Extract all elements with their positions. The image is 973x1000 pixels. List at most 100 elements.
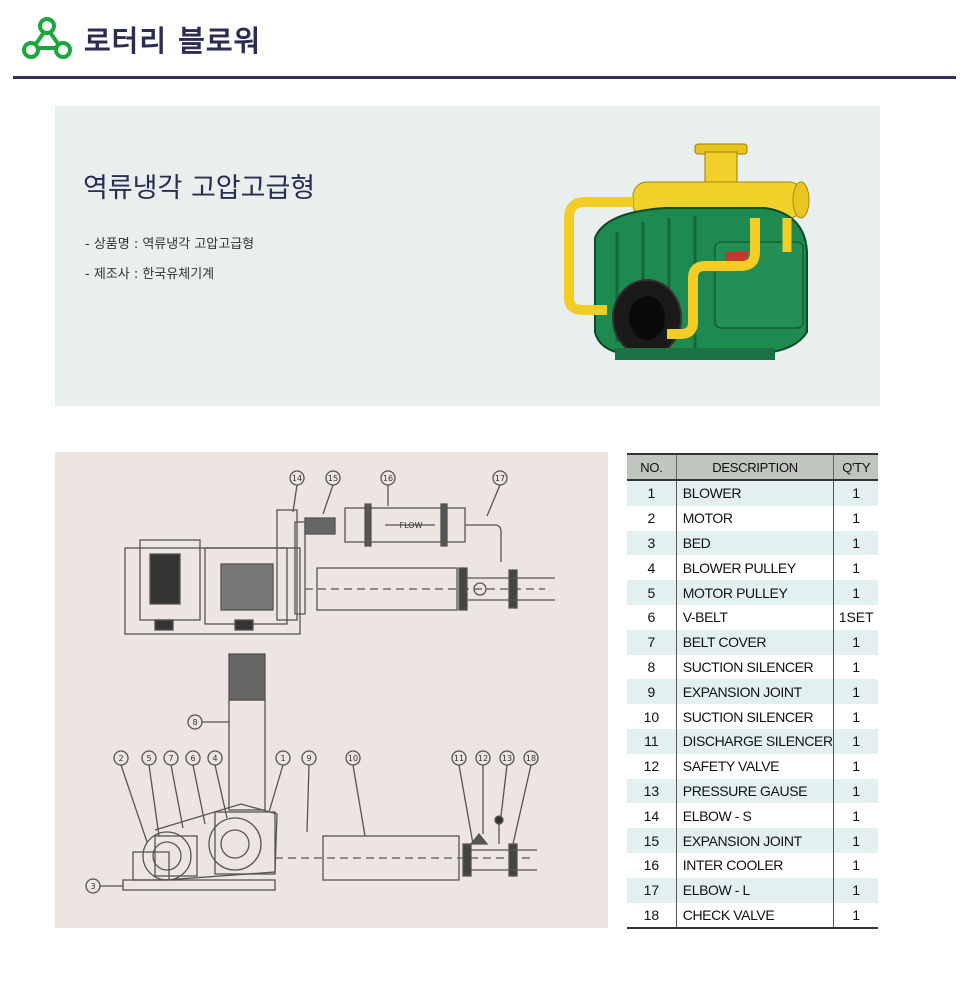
header-qty: Q'TY: [833, 453, 878, 481]
cell-no: 17: [627, 877, 677, 903]
header-description: DESCRIPTION: [676, 453, 835, 481]
cell-description: DISCHARGE SILENCER: [676, 728, 835, 754]
cell-no: 10: [627, 704, 677, 729]
cell-description: SUCTION SILENCER: [676, 654, 835, 680]
callout-9: 9: [306, 754, 311, 763]
callout-4: 4: [212, 754, 217, 763]
cell-qty: 1: [833, 753, 878, 779]
callout-10: 10: [348, 754, 358, 763]
callout-6: 6: [190, 754, 195, 763]
callout-5: 5: [146, 754, 151, 763]
trefoil-logo-icon: [22, 17, 72, 59]
cell-qty: 1: [833, 852, 878, 878]
cell-description: BLOWER: [676, 480, 835, 506]
cell-qty: 1: [833, 629, 878, 655]
product-info-panel: 역류냉각 고압고급형 - 상품명 : 역류냉각 고압고급형 - 제조사 : 한국…: [55, 106, 880, 406]
flow-label: FLOW: [400, 521, 423, 530]
cell-no: 11: [627, 728, 677, 754]
cell-no: 8: [627, 654, 677, 680]
table-header-row: NO. DESCRIPTION Q'TY: [627, 453, 878, 481]
cell-description: SAFETY VALVE: [676, 753, 835, 779]
cell-description: EXPANSION JOINT: [676, 828, 835, 853]
cell-description: ELBOW - S: [676, 803, 835, 829]
cell-qty: 1: [833, 778, 878, 804]
cell-description: BED: [676, 530, 835, 556]
cell-qty: 1: [833, 580, 878, 605]
callout-11: 11: [454, 754, 464, 763]
cell-qty: 1: [833, 828, 878, 853]
cell-description: ELBOW - L: [676, 877, 835, 903]
callout-8: 8: [192, 718, 197, 727]
cell-description: CHECK VALVE: [676, 902, 835, 930]
cell-no: 15: [627, 828, 677, 853]
cell-qty: 1: [833, 803, 878, 829]
blower-assembly-diagram: 14 15 16 17 FLOW 8 2 5 7 6 4 1 9 10 11 1…: [85, 470, 555, 894]
callout-7: 7: [168, 754, 173, 763]
callout-13: 13: [502, 754, 512, 763]
cell-no: 3: [627, 530, 677, 556]
cell-no: 5: [627, 580, 677, 605]
cell-description: SUCTION SILENCER: [676, 704, 835, 729]
cell-description: BLOWER PULLEY: [676, 555, 835, 581]
cell-no: 2: [627, 505, 677, 531]
cell-qty: 1: [833, 654, 878, 680]
cell-no: 7: [627, 629, 677, 655]
spec-manufacturer: - 제조사 : 한국유체기계: [85, 267, 215, 282]
technical-drawing: 14 15 16 17 FLOW 8 2 5 7 6 4 1 9 10 11 1…: [55, 452, 608, 928]
spec-product-name: - 상품명 : 역류냉각 고압고급형: [85, 237, 255, 252]
header-no: NO.: [627, 453, 677, 481]
cell-qty: 1: [833, 480, 878, 506]
cell-no: 12: [627, 753, 677, 779]
callout-16: 16: [383, 474, 393, 483]
header-divider: [13, 76, 956, 79]
page-header: 로터리 블로워: [0, 0, 973, 80]
product-name: 역류냉각 고압고급형: [83, 173, 316, 204]
callout-17: 17: [495, 474, 505, 483]
cell-description: BELT COVER: [676, 629, 835, 655]
cell-description: MOTOR: [676, 505, 835, 531]
cell-qty: 1: [833, 877, 878, 903]
cell-description: EXPANSION JOINT: [676, 679, 835, 705]
callout-2: 2: [118, 754, 123, 763]
page-title: 로터리 블로워: [84, 24, 262, 58]
cell-no: 1: [627, 480, 677, 506]
blower-product-photo: [564, 143, 810, 360]
cell-qty: 1: [833, 505, 878, 531]
cell-description: V-BELT: [676, 604, 835, 630]
cell-qty: 1: [833, 902, 878, 930]
cell-qty: 1SET: [833, 604, 878, 630]
cell-qty: 1: [833, 704, 878, 729]
cell-no: 16: [627, 852, 677, 878]
cell-no: 13: [627, 778, 677, 804]
cell-qty: 1: [833, 679, 878, 705]
cell-qty: 1: [833, 530, 878, 556]
cell-no: 18: [627, 902, 677, 930]
cell-description: INTER COOLER: [676, 852, 835, 878]
callout-12: 12: [478, 754, 488, 763]
cell-description: PRESSURE GAUSE: [676, 778, 835, 804]
cell-no: 6: [627, 604, 677, 630]
cell-qty: 1: [833, 555, 878, 581]
cell-qty: 1: [833, 728, 878, 754]
callout-14: 14: [292, 474, 302, 483]
cell-no: 9: [627, 679, 677, 705]
